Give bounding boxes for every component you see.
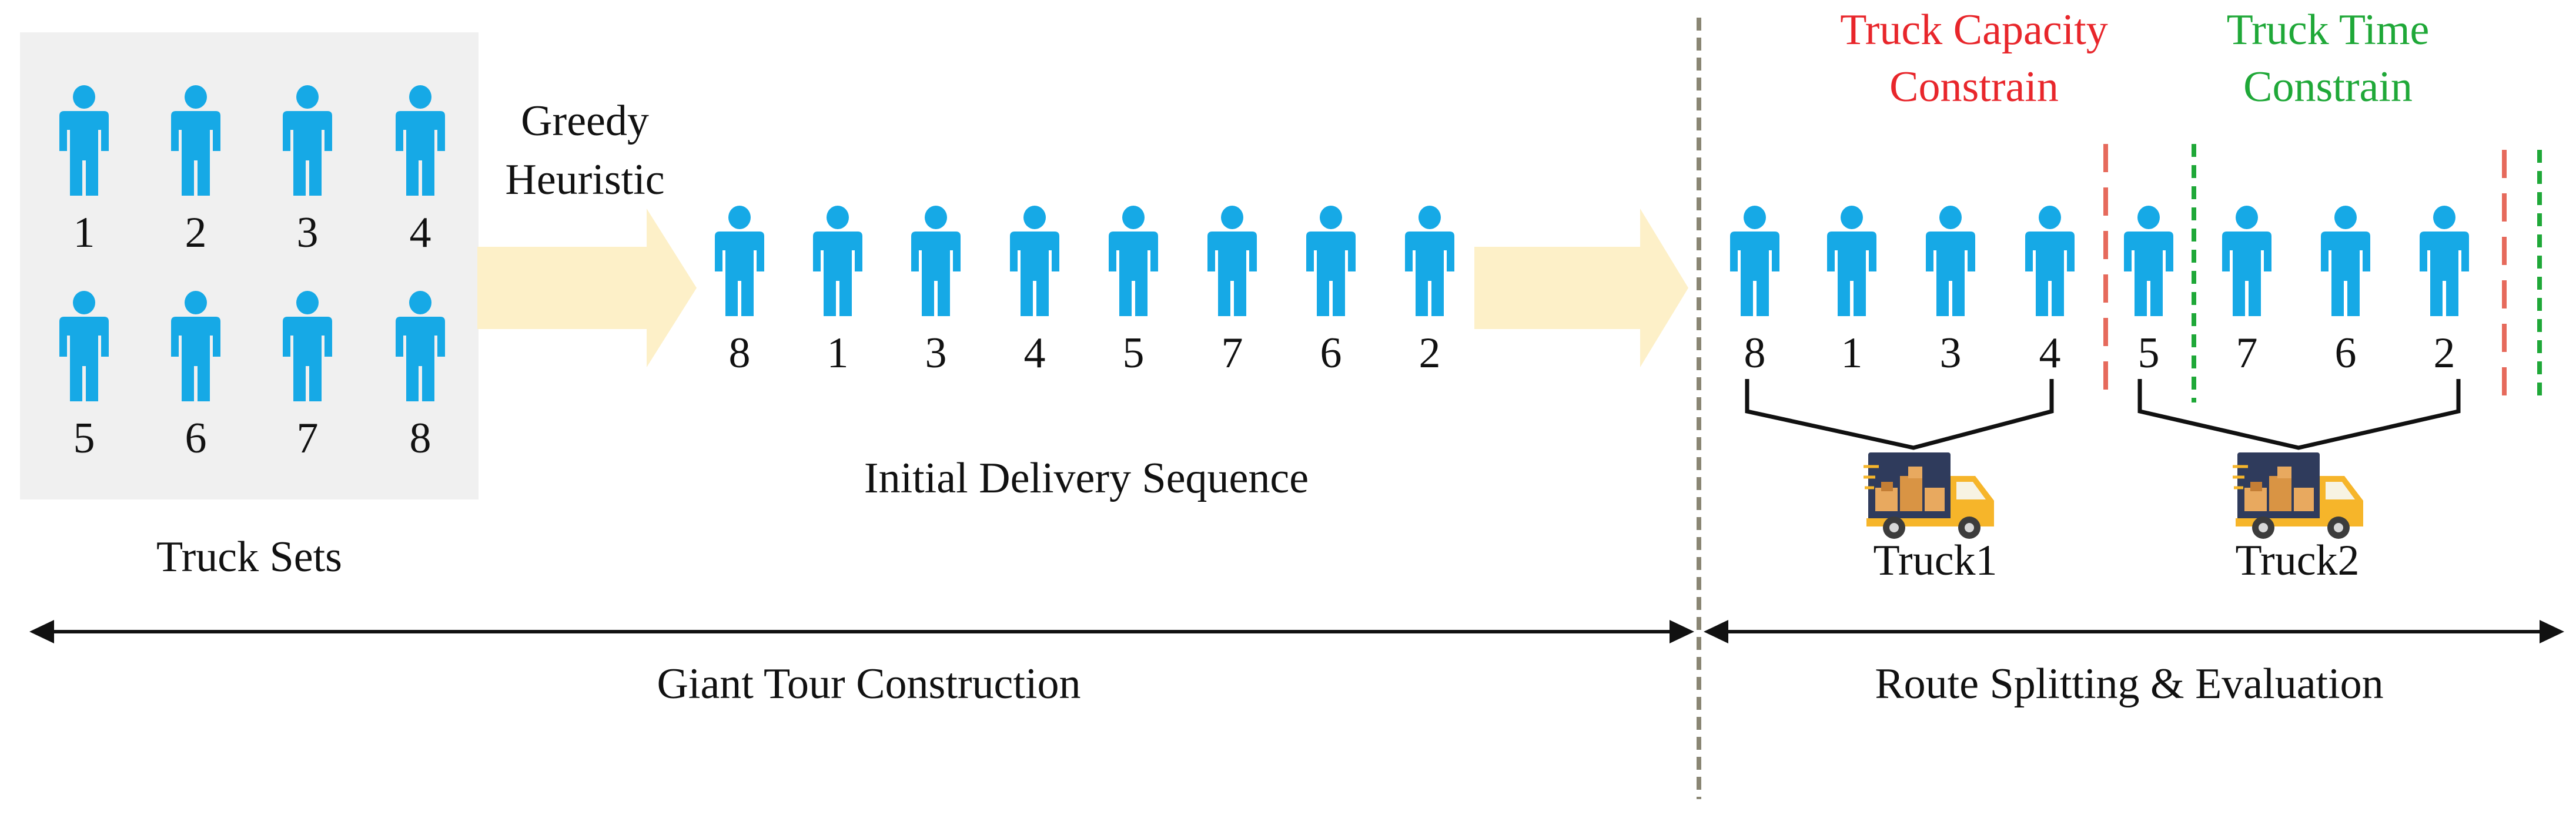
customer-person-icon [1109,206,1158,316]
route-splitting-arrowhead-left [1704,620,1728,643]
customer-number-label: 5 [2138,329,2160,377]
route-splitting-arrowhead-right [2540,620,2564,643]
giant-tour-arrowhead-left [29,620,54,643]
greedy-arrow [477,209,697,367]
customer-number-label: 2 [185,209,207,257]
route-2-bracket [2137,379,2461,450]
truck-sets-panel [20,32,479,499]
customer-number-label: 5 [1123,329,1145,377]
initial-sequence-customers: 8 1 3 4 5 7 6 2 [715,206,1454,377]
customer-number-label: 8 [729,329,751,377]
customer-person-icon [1405,206,1454,316]
customer-person-icon [1730,206,1779,316]
greedy-label-line2: Heuristic [505,156,664,204]
customer-person-icon [2222,206,2271,316]
customer-person-icon [1306,206,1356,316]
customer-person-icon [911,206,961,316]
customer-number-label: 1 [1841,329,1863,377]
phase-route-splitting-label: Route Splitting & Evaluation [1875,660,2383,708]
capacity-constraint-label-line2: Constrain [1889,63,2059,111]
customer-number-label: 3 [925,329,947,377]
customer-person-icon [715,206,764,316]
time-constraint-label-line1: Truck Time [2227,6,2430,54]
customer-number-label: 4 [2039,329,2061,377]
customer-number-label: 7 [1222,329,1243,377]
customer-number-label: 2 [2434,329,2455,377]
giant-tour-arrowhead-right [1670,620,1694,643]
customer-number-label: 6 [1320,329,1342,377]
customer-number-label: 3 [1940,329,1962,377]
customer-number-label: 4 [1024,329,1046,377]
truck-sets-label: Truck Sets [156,533,342,581]
customer-number-label: 5 [73,414,95,462]
truck-1-label: Truck1 [1873,536,1997,585]
truck-2-icon [2229,452,2363,539]
customer-person-icon [1010,206,1059,316]
split-sequence-customers: 8 1 3 4 5 7 6 2 [1730,206,2469,377]
customer-number-label: 6 [2335,329,2357,377]
customer-person-icon [813,206,862,316]
capacity-constraint-label-line1: Truck Capacity [1840,6,2108,54]
time-constraint-label-line2: Constrain [2243,63,2413,111]
customer-number-label: 7 [297,414,319,462]
customer-person-icon [2124,206,2173,316]
customer-number-label: 7 [2236,329,2258,377]
customer-number-label: 1 [73,209,95,257]
initial-sequence-label: Initial Delivery Sequence [864,454,1309,502]
customer-number-label: 8 [1744,329,1766,377]
customer-person-icon [2025,206,2075,316]
customer-number-label: 4 [410,209,431,257]
truck-1-icon [1860,452,1994,539]
customer-person-icon [2321,206,2370,316]
greedy-label-line1: Greedy [521,97,649,145]
customer-person-icon [1827,206,1876,316]
truck-2-label: Truck2 [2235,536,2359,585]
customer-number-label: 3 [297,209,319,257]
customer-number-label: 1 [827,329,849,377]
customer-person-icon [2420,206,2469,316]
customer-number-label: 8 [410,414,431,462]
customer-number-label: 6 [185,414,207,462]
truck-sets-customers: 1 2 3 4 5 6 7 8 [59,85,445,462]
customer-person-icon [1207,206,1257,316]
phase-giant-tour-label: Giant Tour Construction [657,660,1080,708]
split-arrow [1474,209,1688,367]
route-1-bracket [1745,379,2054,450]
customer-person-icon [1926,206,1975,316]
customer-number-label: 2 [1419,329,1441,377]
